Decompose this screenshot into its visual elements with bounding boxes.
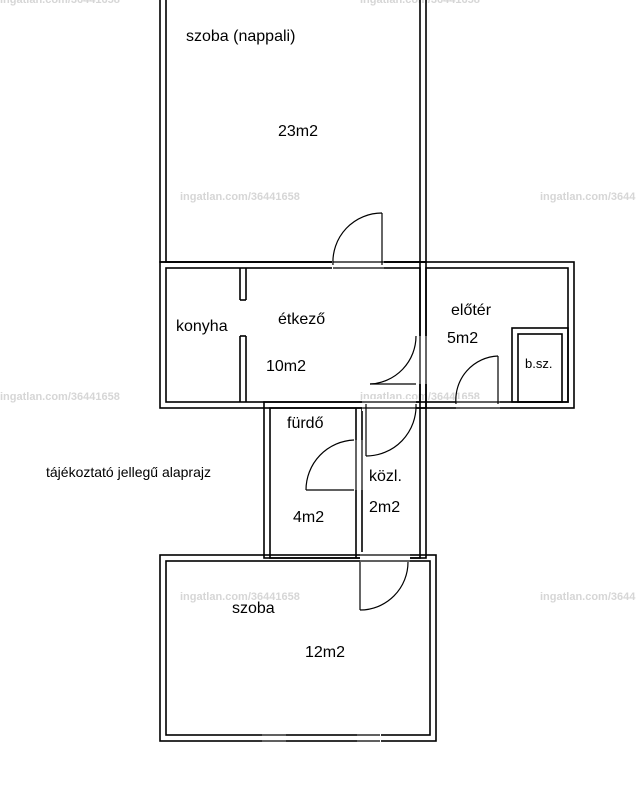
watermarks: ingatlan.com/36441658 ingatlan.com/36441… [0,0,636,603]
walls [159,0,575,742]
watermark-upper-center: ingatlan.com/36441658 [180,191,300,203]
room-etkezo-name: étkező [278,311,325,328]
door-eloter [455,355,500,409]
wall-szoba-inner [165,560,431,736]
room-bsz-name: b.sz. [525,356,552,371]
room-furdo-area: 4m2 [293,509,324,526]
room-furdo-name: fürdő [287,415,324,432]
room-eloter-name: előtér [451,302,492,319]
door-etkezo [369,335,427,385]
room-eloter-area: 5m2 [447,330,478,347]
watermark-mid-left: ingatlan.com/36441658 [0,391,120,403]
room-kozl-name: közl. [369,468,402,485]
door-kozl-top [362,401,417,457]
room-labels: szoba (nappali) 23m2 konyha étkező 10m2 … [176,28,552,661]
wall-eloter-outer [419,261,575,409]
plan-note: tájékoztató jellegű alaprajz [46,464,211,480]
watermark-lower-center: ingatlan.com/36441658 [180,591,300,603]
room-nappali-area: 23m2 [278,123,318,140]
wall-middle-outer [159,261,427,409]
door-szoba [359,554,410,611]
room-konyha-name: konyha [176,318,228,335]
watermark-lower-right: ingatlan.com/36441658 [540,591,636,603]
door-furdo [305,439,363,491]
wall-bath-inner [269,407,421,559]
wall-szoba-outer [159,554,437,742]
room-nappali-name: szoba (nappali) [186,28,295,45]
doors [262,212,500,742]
door-nappali [332,212,384,269]
watermark-top-left: ingatlan.com/36441658 [0,0,120,6]
room-szoba-area: 12m2 [305,644,345,661]
wall-bsz-inner [517,333,563,403]
window-szoba-bottom [262,734,380,742]
room-etkezo-area: 10m2 [266,358,306,375]
room-kozl-area: 2m2 [369,499,400,516]
watermark-upper-right: ingatlan.com/36441658 [540,191,636,203]
room-szoba-name: szoba [232,600,275,617]
